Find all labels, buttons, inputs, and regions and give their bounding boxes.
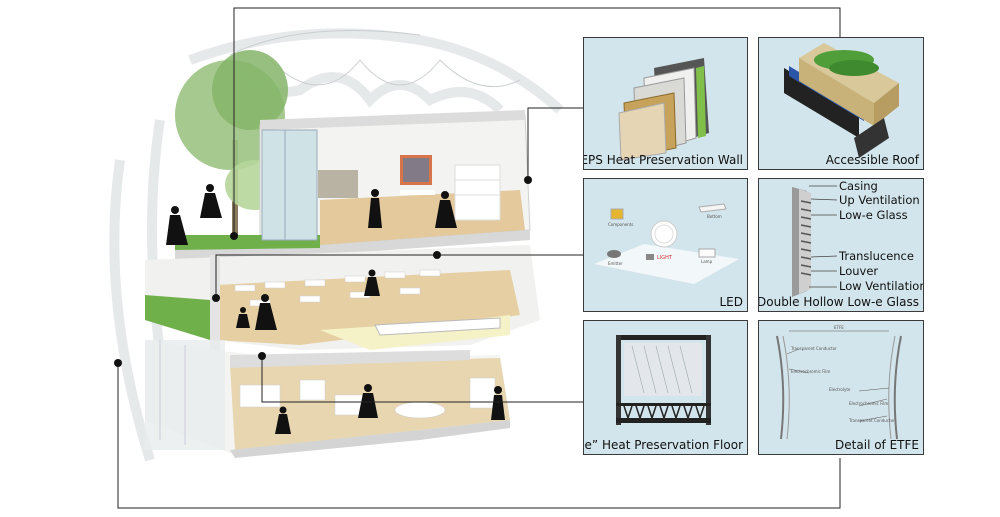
eps-wall-panel: EPS Heat Preservation Wall bbox=[583, 37, 748, 170]
hollow-glass-label-up-ventilation: Up Ventilation bbox=[839, 193, 920, 207]
etfe-label-transparent-conductor-top: Transparent Conductor bbox=[791, 346, 837, 351]
accessible-roof-panel: Accessible Roof bbox=[758, 37, 924, 170]
led-icon bbox=[594, 203, 739, 284]
hollow-glass-label-low-e-glass: Low-e Glass bbox=[839, 208, 908, 222]
hollow-glass-icon bbox=[792, 185, 838, 297]
led-part-components: Components bbox=[608, 222, 634, 227]
etfe-panel: ETFE Transparent Conductor Electrochromi… bbox=[758, 320, 924, 455]
eps-wall-icon bbox=[618, 58, 709, 161]
led-part-lamp: Lamp bbox=[701, 259, 713, 264]
people-silhouettes bbox=[166, 184, 505, 434]
connector-dots bbox=[114, 176, 532, 367]
hollow-glass-label-louver: Louver bbox=[839, 264, 879, 278]
etfe-label-transparent-conductor-bottom: Transparent Conductor bbox=[849, 418, 895, 423]
hollow-glass-caption: Double Hollow Low-e Glass bbox=[758, 295, 919, 309]
etfe-icon bbox=[776, 330, 902, 440]
hollow-glass-label-casing: Casing bbox=[839, 179, 878, 193]
lower-floor bbox=[145, 340, 510, 458]
middle-floor bbox=[145, 245, 540, 355]
etfe-label-etfe: ETFE bbox=[834, 325, 844, 330]
y-floor-caption: “Y-style” Heat Preservation Floor bbox=[584, 438, 743, 452]
led-part-emitter: Emitter bbox=[608, 261, 623, 266]
hollow-glass-panel: Casing Up Ventilation Low-e Glass Transl… bbox=[758, 178, 924, 312]
accessible-roof-icon bbox=[784, 43, 899, 158]
led-panel: LIGHT Components Bottom Lamp Emitter LED bbox=[583, 178, 748, 312]
accessible-roof-caption: Accessible Roof bbox=[825, 153, 919, 167]
etfe-label-electrochromic-film-top: Electrochromic Film bbox=[791, 369, 831, 374]
connector-lines bbox=[117, 7, 841, 509]
eps-wall-caption: EPS Heat Preservation Wall bbox=[583, 153, 743, 167]
etfe-label-electrochromic-film-bottom: Electrochromic Film bbox=[849, 401, 889, 406]
y-floor-icon bbox=[616, 335, 711, 425]
hollow-glass-label-low-ventilation: Low Ventilation bbox=[839, 279, 924, 293]
etfe-label-electrolyte: Electrolyte bbox=[829, 387, 851, 392]
led-part-bottom: Bottom bbox=[707, 214, 722, 219]
y-floor-panel: “Y-style” Heat Preservation Floor bbox=[583, 320, 748, 455]
hollow-glass-label-translucence: Translucence bbox=[839, 249, 914, 263]
etfe-caption: Detail of ETFE bbox=[835, 438, 919, 452]
led-light-label: LIGHT bbox=[657, 255, 672, 261]
led-caption: LED bbox=[719, 295, 743, 309]
